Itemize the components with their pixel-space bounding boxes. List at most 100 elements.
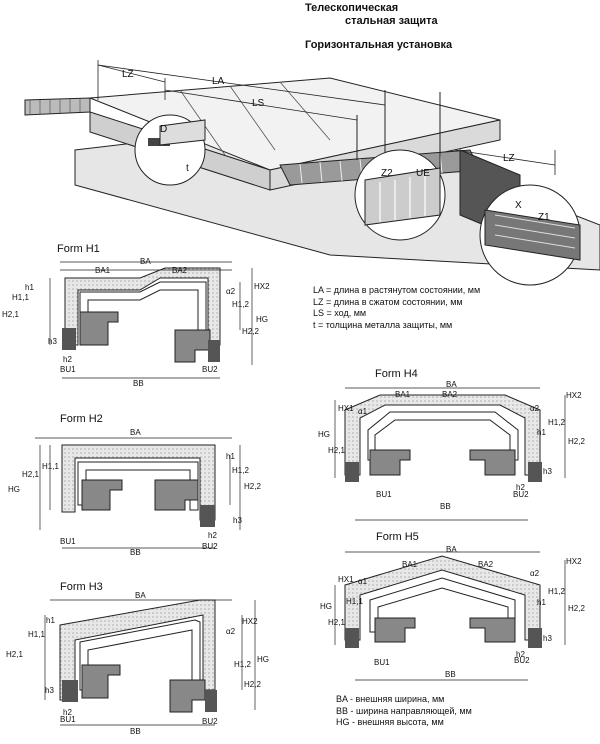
form-h4-title: Form H4: [375, 368, 418, 380]
title-line-1: Телескопическая: [305, 2, 399, 14]
label-d: D: [160, 124, 168, 135]
h4-label-bb: BB: [440, 502, 451, 511]
h1-label-bb: BB: [133, 379, 144, 388]
form-h2-drawing: [35, 437, 241, 549]
h4-label-h12: H1,2: [548, 418, 565, 427]
subtitle: Горизонтальная установка: [305, 39, 453, 51]
h1-label-ba: BA: [140, 257, 151, 266]
h3-label-h22: H2,2: [244, 680, 261, 689]
form-h1-title: Form H1: [57, 243, 100, 255]
h3-label-bb: BB: [130, 727, 141, 736]
h4-label-ba: BA: [446, 380, 457, 389]
h1-label-h11: H1,1: [12, 293, 29, 302]
label-la: LA: [212, 76, 225, 87]
h3-label-bu2: BU2: [202, 717, 218, 726]
h4-label-h1: h1: [537, 428, 546, 437]
h4-label-hx2: HX2: [566, 391, 582, 400]
h2-label-h3: h3: [233, 516, 242, 525]
h3-label-h11: H1,1: [28, 630, 45, 639]
h5-label-ba1: BA1: [402, 560, 418, 569]
h2-label-h21: H2,1: [22, 470, 39, 479]
h1-label-ba1: BA1: [95, 266, 111, 275]
h1-label-bu2: BU2: [202, 365, 218, 374]
form-h1-drawing: [49, 261, 253, 379]
legend-bottom: BA - внешняя ширина, мм BB - ширина напр…: [336, 694, 472, 729]
h4-label-alpha1: α1: [358, 407, 368, 416]
legend-bb: BB - ширина направляющей, мм: [336, 705, 472, 716]
h1-label-ba2: BA2: [172, 266, 188, 275]
title-line-2: стальная защита: [345, 15, 438, 27]
label-lz-right: LZ: [503, 153, 515, 164]
h4-label-hx1: HX1: [338, 404, 354, 413]
label-x: X: [515, 200, 522, 211]
h5-label-hx1: HX1: [338, 575, 354, 584]
legend-ba: BA - внешняя ширина, мм: [336, 694, 445, 704]
h5-label-h2: h2: [516, 650, 525, 659]
h4-label-hg: HG: [318, 430, 330, 439]
h2-label-h2: h2: [208, 531, 217, 540]
h3-label-alpha2: α2: [226, 627, 236, 636]
h5-label-ba: BA: [446, 545, 457, 554]
h1-label-h21: H2,1: [2, 310, 19, 319]
h5-label-hx2: HX2: [566, 557, 582, 566]
h1-label-h1: h1: [25, 283, 34, 292]
h5-label-h1: h1: [537, 598, 546, 607]
h2-label-ba: BA: [130, 428, 141, 437]
h5-label-bu2: BU2: [514, 656, 530, 665]
h1-label-bu1: BU1: [60, 365, 76, 374]
h5-label-h21: H2,1: [328, 618, 345, 627]
h5-label-hg: HG: [320, 602, 332, 611]
h3-label-h2: h2: [63, 708, 72, 717]
h4-label-bu1: BU1: [376, 490, 392, 499]
form-h4-drawing: [334, 387, 566, 521]
h4-label-ba2: BA2: [442, 390, 458, 399]
h5-label-ba2: BA2: [478, 560, 494, 569]
h4-label-h2: h2: [516, 483, 525, 492]
h1-label-hg: HG: [256, 315, 268, 324]
h4-label-h3: h3: [543, 467, 552, 476]
label-t: t: [186, 163, 189, 174]
h2-label-h11: H1,1: [42, 462, 59, 471]
h3-label-hx2: HX2: [242, 617, 258, 626]
h4-label-alpha2: α2: [530, 404, 540, 413]
h2-label-h1: h1: [226, 452, 235, 461]
legend-ls: LS = ход, мм: [313, 308, 367, 318]
form-h2-title: Form H2: [60, 413, 103, 425]
h5-label-alpha1: α1: [358, 577, 368, 586]
h2-label-h22: H2,2: [244, 482, 261, 491]
h3-label-h12: H1,2: [234, 660, 251, 669]
h1-label-h22: H2,2: [242, 327, 259, 336]
h3-label-hg: HG: [257, 655, 269, 664]
legend-la: LA = длина в растянутом состоянии, мм: [313, 285, 481, 295]
h1-label-h2: h2: [63, 355, 72, 364]
h3-label-h1: h1: [46, 616, 55, 625]
form-h5-title: Form H5: [376, 531, 419, 543]
label-ls: LS: [252, 98, 265, 109]
form-h3-drawing: [44, 599, 256, 726]
h2-label-h12: H1,2: [232, 466, 249, 475]
h2-label-hg: HG: [8, 485, 20, 494]
h5-label-bu1: BU1: [374, 658, 390, 667]
h2-label-bb: BB: [130, 548, 141, 557]
h4-label-h21: H2,1: [328, 446, 345, 455]
h2-label-bu1: BU1: [60, 537, 76, 546]
legend-hg: HG - внешняя высота, мм: [336, 717, 444, 727]
form-h3-title: Form H3: [60, 581, 103, 593]
h4-label-h22: H2,2: [568, 437, 585, 446]
label-z2: Z2: [381, 168, 393, 179]
h3-label-bu1: BU1: [60, 715, 76, 724]
h4-label-bu2: BU2: [513, 490, 529, 499]
h5-label-bb: BB: [445, 670, 456, 679]
legend-top: LA = длина в растянутом состоянии, мм LZ…: [313, 285, 480, 331]
h5-label-alpha2: α2: [530, 569, 540, 578]
h5-label-h12: H1,2: [548, 587, 565, 596]
h1-label-h3: h3: [48, 337, 57, 346]
h3-label-h21: H2,1: [6, 650, 23, 659]
h5-label-h3: h3: [543, 634, 552, 643]
h2-label-bu2: BU2: [202, 542, 218, 551]
h5-label-h22: H2,2: [568, 604, 585, 613]
label-ue: UE: [416, 168, 430, 179]
h5-label-h11: H1,1: [346, 597, 363, 606]
